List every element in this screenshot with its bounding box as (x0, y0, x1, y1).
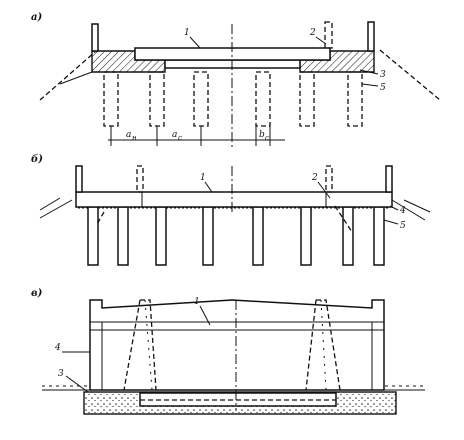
right-railing-post (367, 21, 375, 52)
label-1-a: 1 (184, 28, 190, 38)
right-embankment-slope (379, 49, 441, 101)
panel-b-right-joint (325, 165, 333, 193)
panel-b-right-post (385, 165, 393, 193)
panel-b-piles (87, 206, 385, 266)
label-1-c: 1 (194, 297, 200, 307)
panel-b-label: б) (31, 154, 43, 165)
expansion-joint-element (324, 21, 333, 49)
panel-a-dimensions: a н a с b с (108, 126, 285, 146)
dimension-sub-c2: с (265, 134, 269, 142)
label-4-b: 4 (399, 206, 406, 216)
label-5-a: 5 (380, 83, 386, 93)
panel-c-diagram: в) 1 4 3 (31, 288, 425, 415)
panel-b-deck-slab (75, 191, 393, 208)
panel-b-left-post (75, 165, 83, 193)
panel-a-label: а) (31, 12, 42, 23)
label-3-c: 3 (58, 369, 64, 379)
panel-b-diagram: б) 1 2 4 (31, 154, 431, 266)
label-2-b: 2 (311, 173, 318, 183)
label-5-b: 5 (400, 221, 406, 231)
panel-a-piles (103, 71, 363, 127)
label-2-a: 2 (309, 28, 316, 38)
panel-b-ground-slopes (39, 197, 431, 221)
left-railing-post (91, 23, 99, 52)
dimension-b-c: b (259, 130, 265, 140)
label-1-b: 1 (200, 173, 206, 183)
panel-c-label: в) (31, 288, 43, 299)
dimension-a-n: a (126, 130, 131, 140)
left-embankment-slope (39, 51, 96, 101)
panel-b-left-joint (136, 165, 144, 193)
label-3-a: 3 (380, 70, 386, 80)
dimension-sub-c: с (178, 134, 182, 142)
panel-a-diagram: а) (31, 12, 441, 150)
dimension-sub-n: н (132, 134, 137, 142)
panel-c-frame-body (89, 299, 385, 391)
label-4-c: 4 (54, 343, 61, 353)
panel-c-inclined-piles (123, 299, 341, 391)
dimension-a-c: a (172, 130, 177, 140)
